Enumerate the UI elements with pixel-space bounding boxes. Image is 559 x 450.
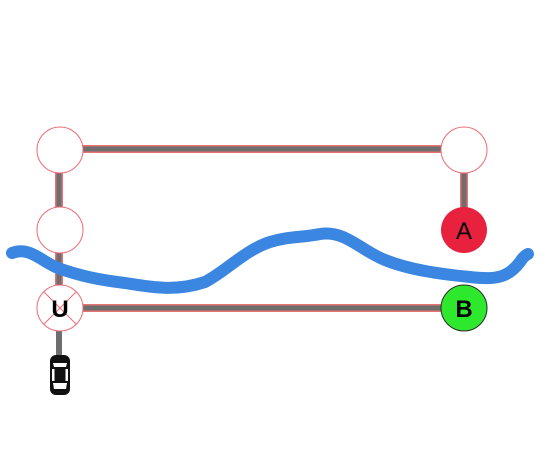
- road-right: [460, 150, 468, 230]
- car-icon[interactable]: [50, 355, 70, 395]
- river: [6, 227, 534, 294]
- destination-b[interactable]: B: [440, 284, 488, 332]
- junction-top-left[interactable]: [36, 126, 84, 174]
- destination-b-label: B: [455, 296, 472, 323]
- roads: [55, 145, 468, 360]
- road-left-upper: [55, 150, 63, 230]
- junction-top-right[interactable]: [440, 126, 488, 174]
- u-turn-node[interactable]: U: [36, 284, 84, 332]
- junction-nodes: [36, 126, 488, 254]
- junction-middle-left[interactable]: [36, 206, 84, 254]
- u-turn-cross-icon: [43, 291, 77, 325]
- destination-a-label: A: [456, 218, 472, 245]
- road-bottom: [60, 304, 464, 312]
- destination-a[interactable]: A: [441, 207, 487, 253]
- road-top: [60, 145, 464, 153]
- u-turn-label: U: [51, 296, 68, 323]
- road-stub: [56, 308, 62, 360]
